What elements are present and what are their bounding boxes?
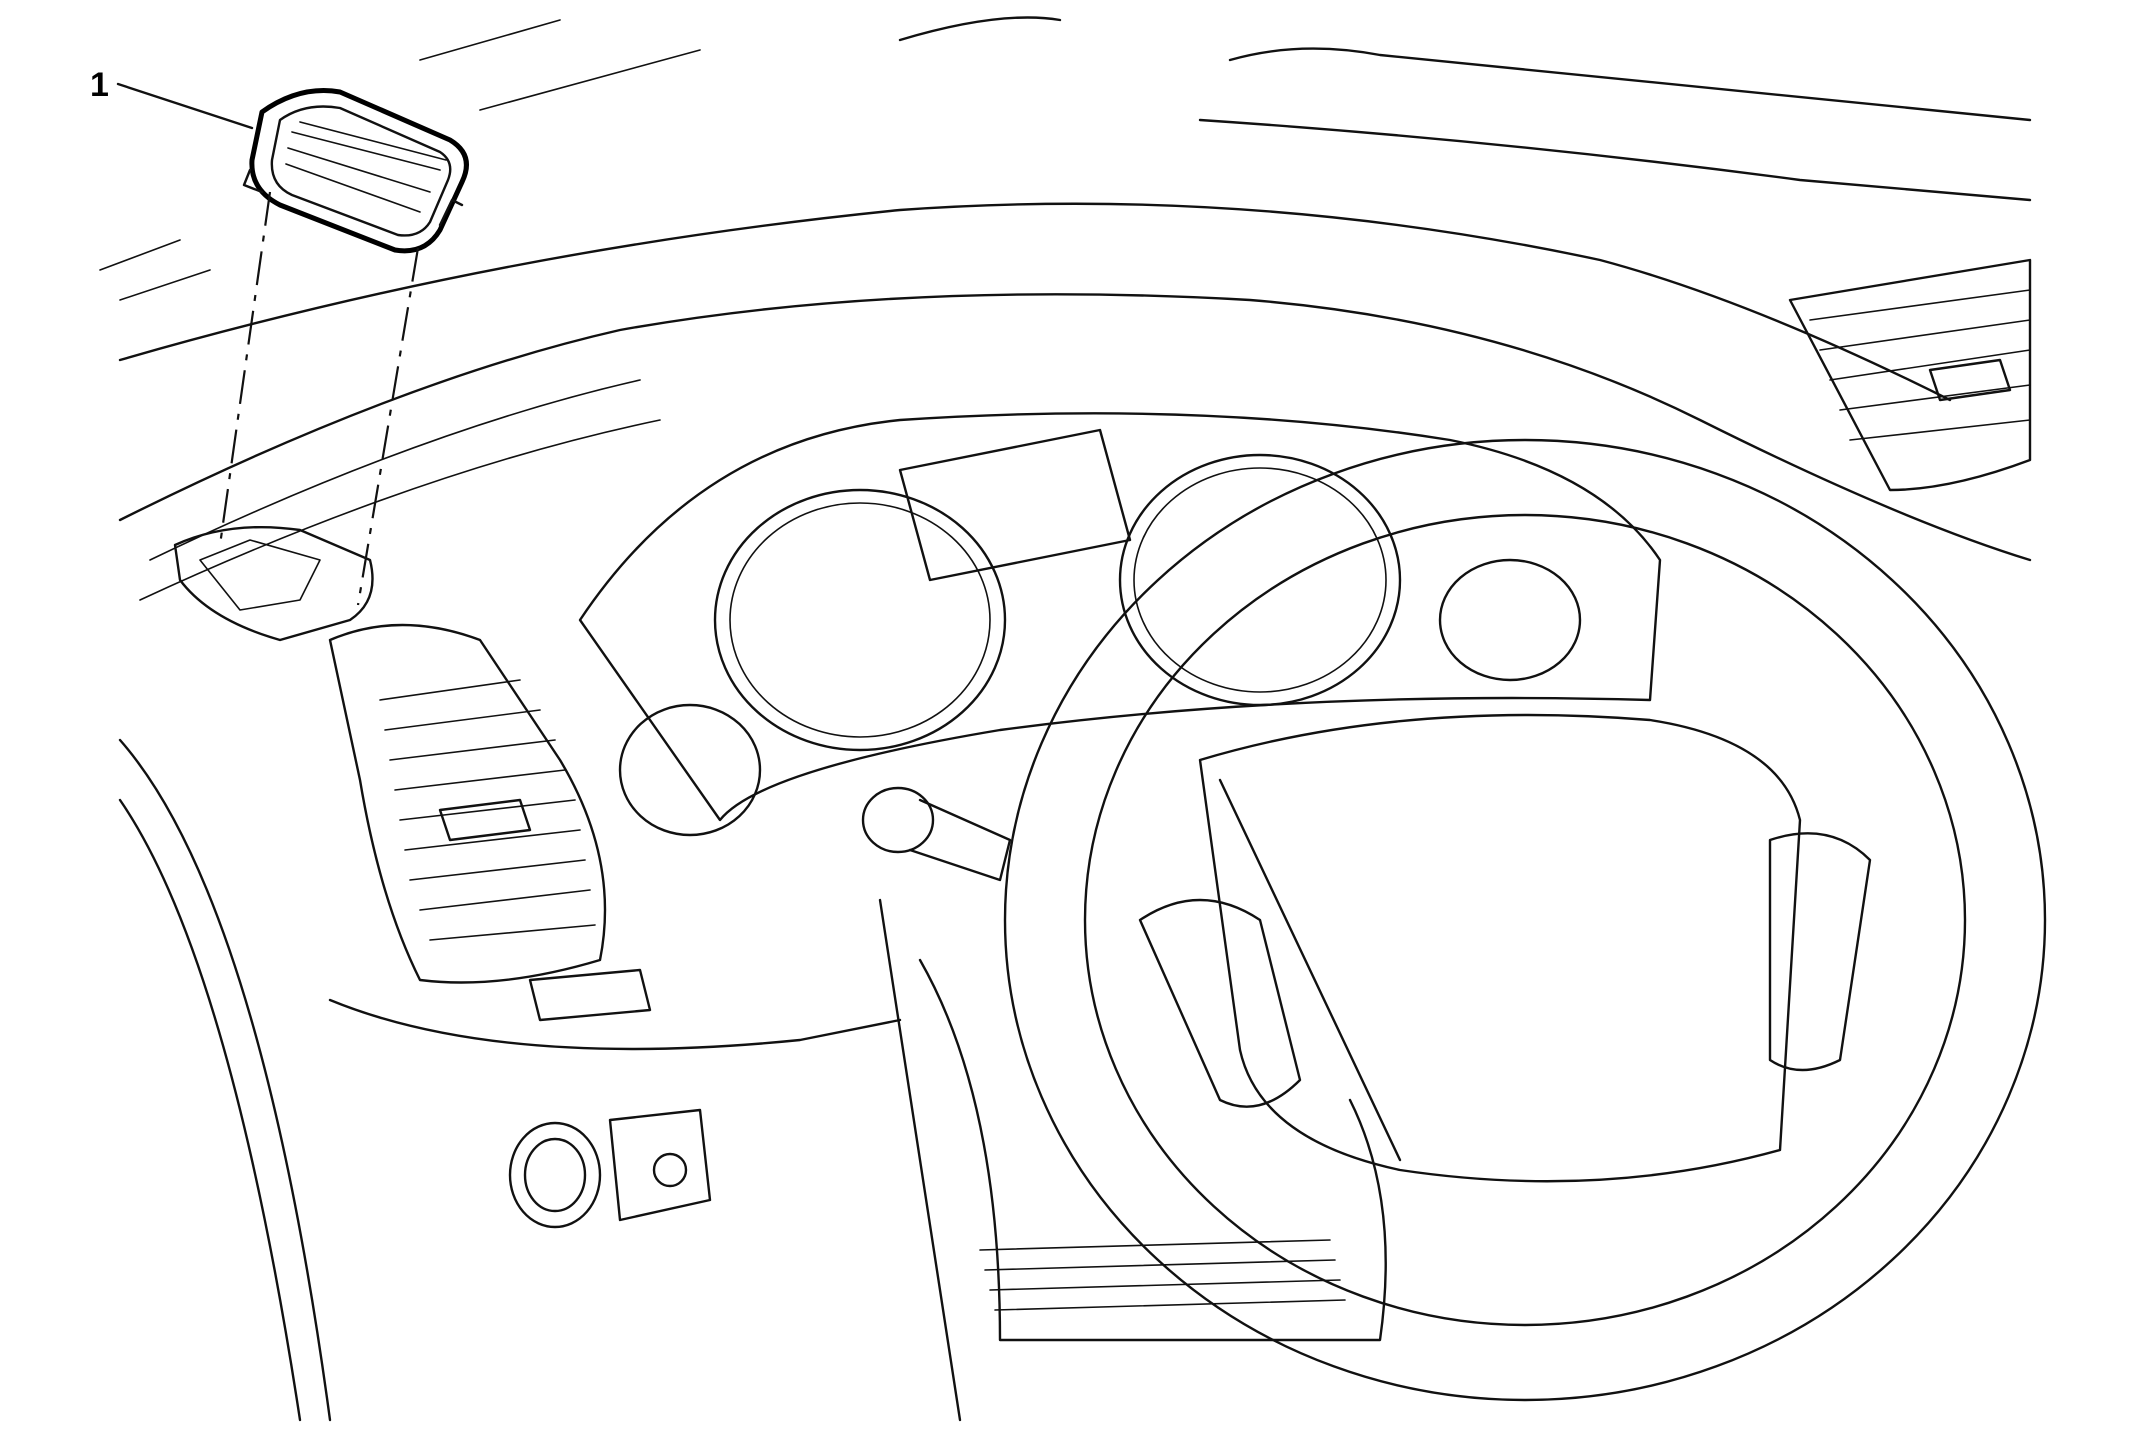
left-air-vent: [328, 623, 652, 1022]
steering-wheel: [861, 438, 2047, 1402]
projection-line-right: [356, 247, 420, 606]
right-spoke-controls: [1768, 832, 1872, 1072]
upper-dashboard: [99, 16, 2032, 601]
headlamp-switch: [508, 1121, 602, 1229]
left-spoke-controls: [1138, 898, 1302, 1108]
sensor-grille-part: [242, 88, 469, 254]
instrument-cluster: [578, 412, 1662, 837]
projection-line-left: [218, 191, 272, 546]
switch-bezel: [608, 1108, 712, 1222]
grille-mount-opening: [173, 525, 374, 642]
lower-dashboard: [118, 738, 1387, 1422]
callout-1-leader: [116, 82, 254, 130]
right-air-vent: [1788, 258, 2032, 492]
turn-signal-stalk-end: [861, 786, 935, 854]
airbag-module: [1198, 713, 1802, 1183]
callout-1-label: 1: [90, 66, 109, 104]
